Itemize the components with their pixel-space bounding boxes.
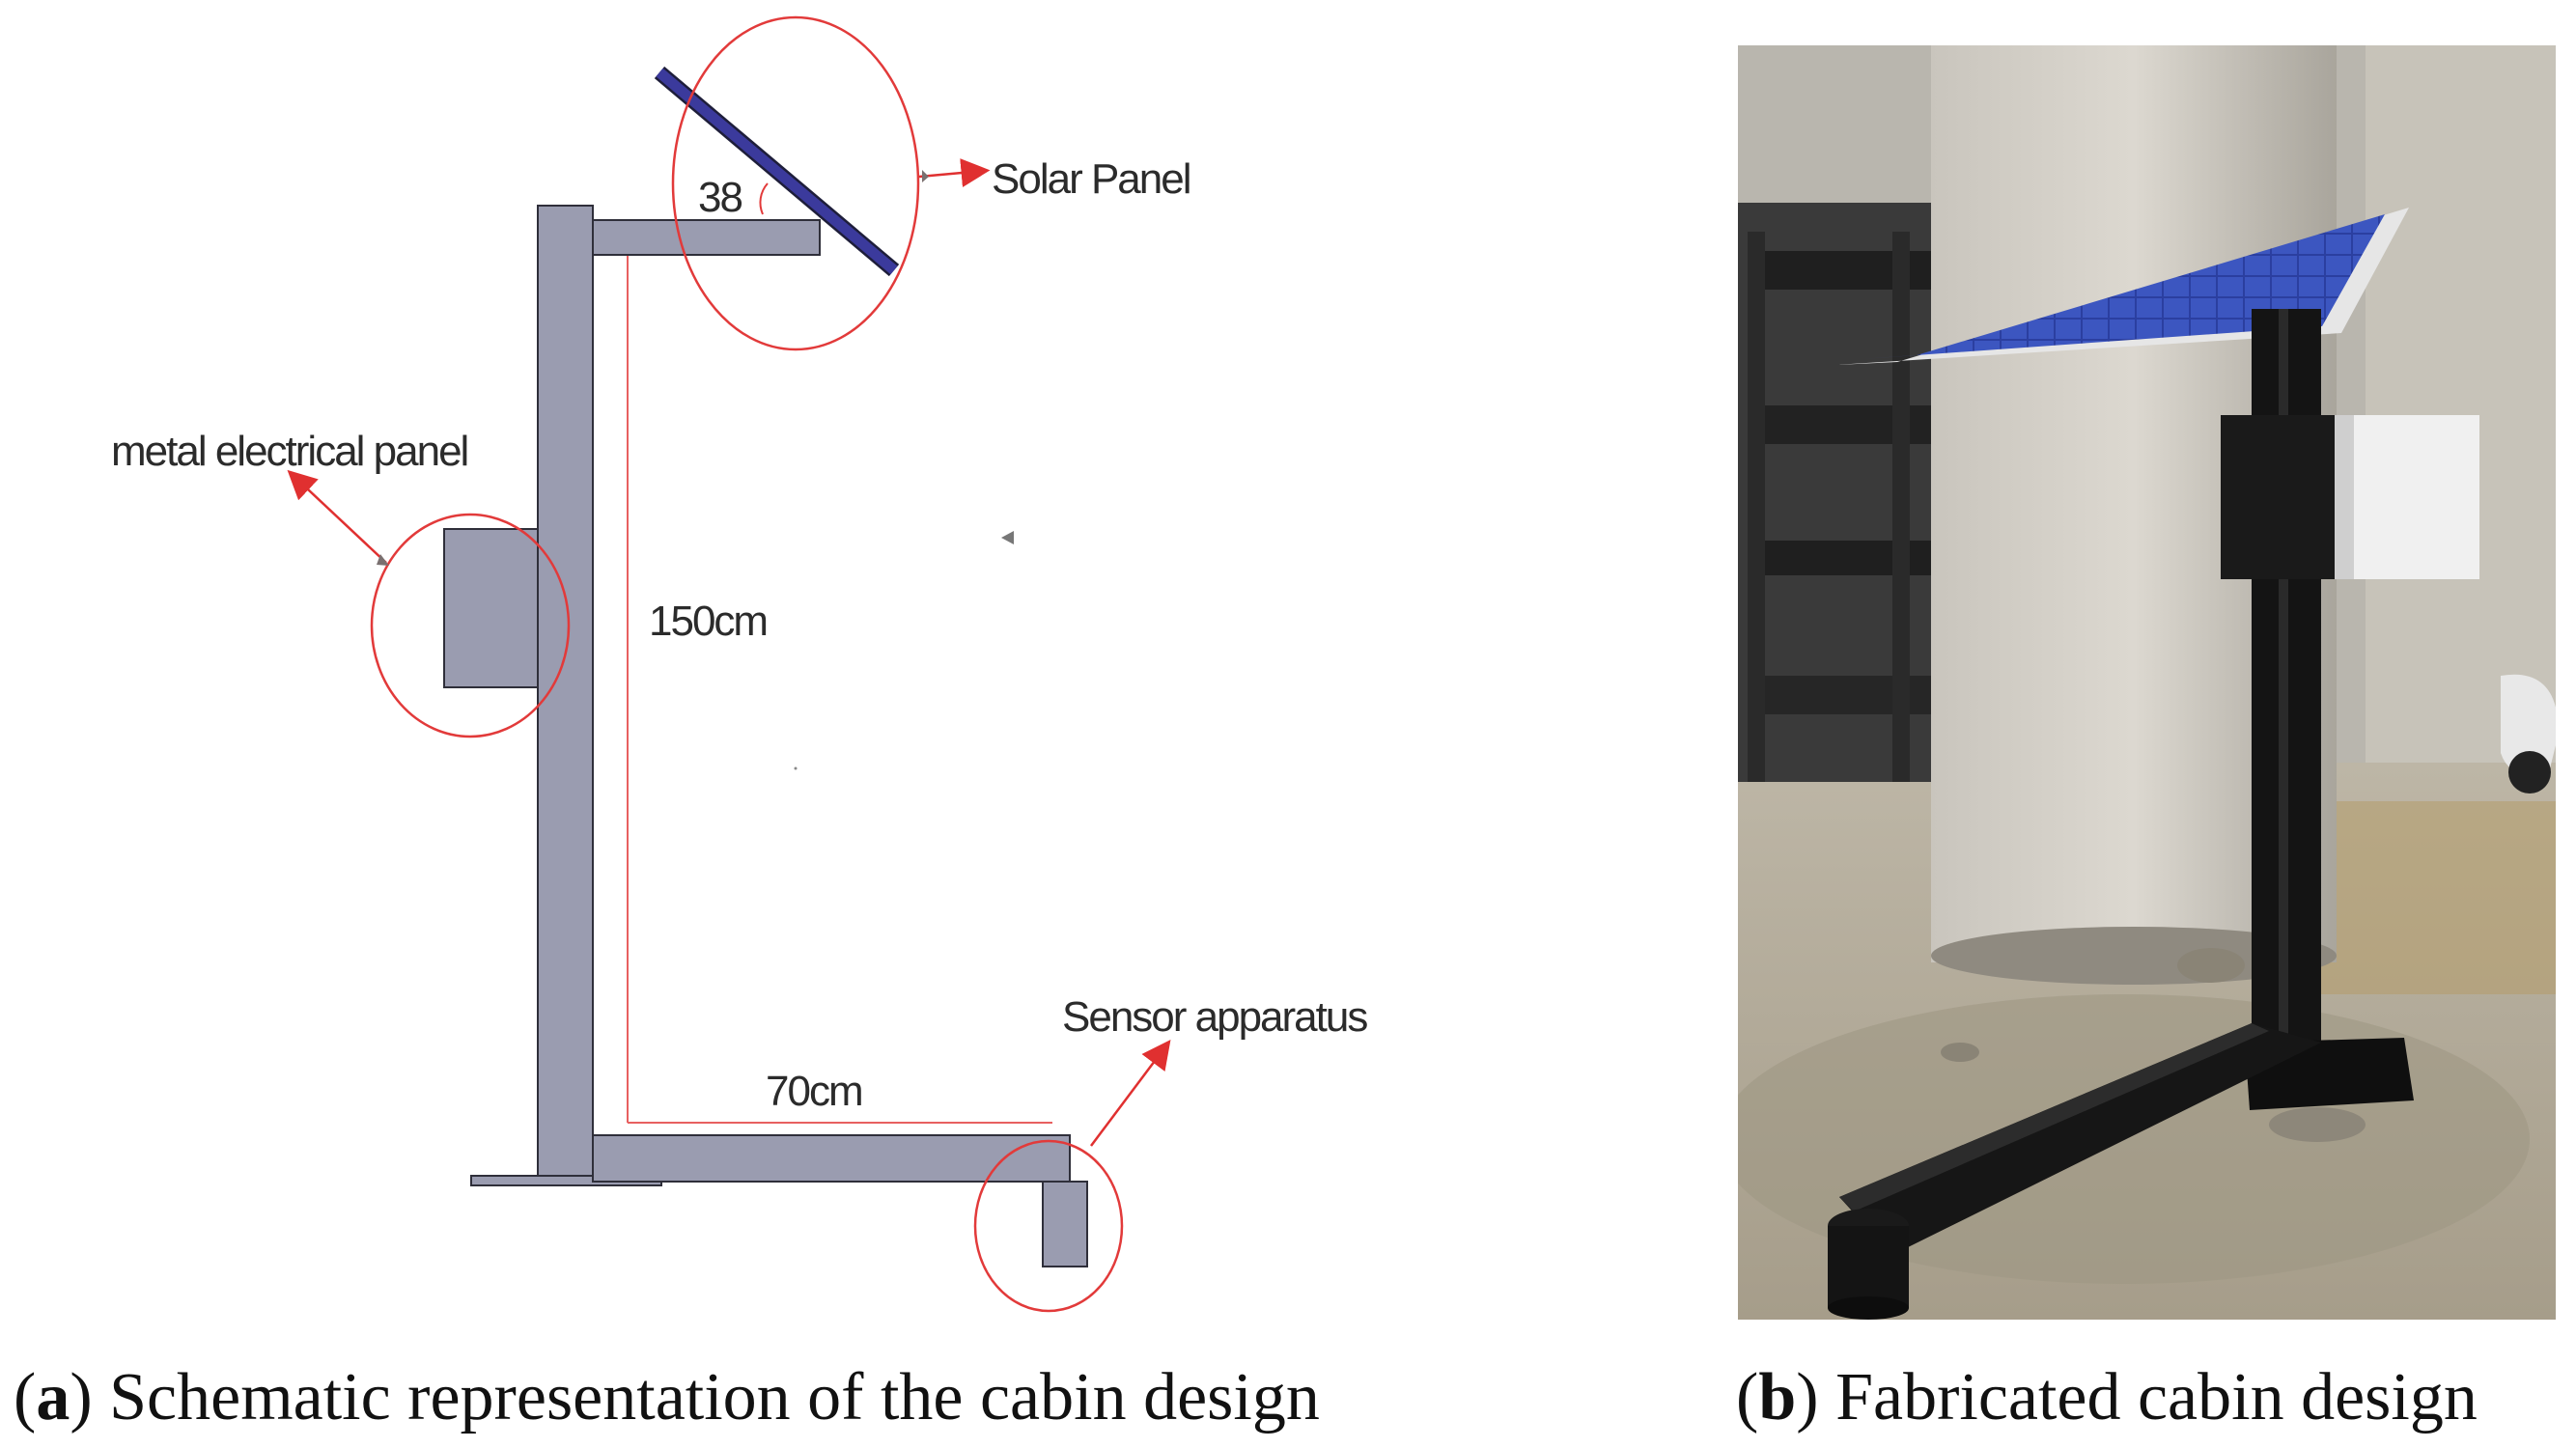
metal-electrical-panel-box — [443, 528, 539, 688]
solar-panel-label: Solar Panel — [992, 155, 1190, 203]
sensor-box — [1042, 1181, 1088, 1267]
solar-panel-arrow — [918, 158, 991, 187]
bottom-arm — [592, 1134, 1071, 1183]
caption-a-letter: a — [36, 1360, 70, 1434]
solar-arrow-tail — [922, 170, 929, 182]
caption-b-letter: b — [1758, 1360, 1796, 1434]
angle-arc — [759, 182, 769, 215]
angle-label: 38 — [698, 174, 742, 221]
length-label: 70cm — [766, 1068, 862, 1115]
caption-b: (b) Fabricated cabin design — [1736, 1360, 2478, 1434]
stray-dot — [794, 766, 798, 770]
stray-mark — [1001, 531, 1014, 544]
caption-b-text: Fabricated cabin design — [1819, 1360, 2478, 1434]
vertical-post — [537, 205, 594, 1177]
solar-panel-highlight — [671, 15, 920, 351]
sensor-highlight — [973, 1139, 1124, 1313]
metal-electrical-panel-label: metal electrical panel — [111, 428, 467, 475]
sensor-apparatus-label: Sensor apparatus — [1062, 993, 1367, 1041]
solar-panel — [656, 68, 898, 275]
schematic: Solar Panel 38 metal electrical panel 15… — [111, 15, 1369, 1313]
caption-a: (a) Schematic representation of the cabi… — [14, 1360, 1320, 1434]
height-label: 150cm — [649, 598, 767, 645]
electrical-arrow-tail — [377, 554, 389, 566]
fabricated-photo — [1738, 45, 2556, 1320]
electrical-panel-highlight — [370, 513, 571, 738]
sensor-arrow — [1090, 1040, 1171, 1147]
top-arm — [592, 219, 821, 256]
caption-a-text: Schematic representation of the cabin de… — [93, 1360, 1320, 1434]
electrical-panel-arrow — [287, 469, 387, 564]
